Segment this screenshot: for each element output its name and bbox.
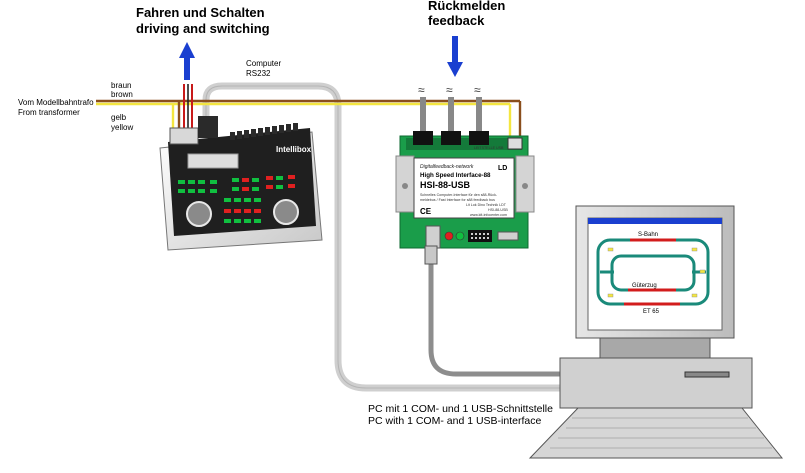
usb-cable	[428, 259, 563, 377]
hsi-ce: CE	[420, 207, 432, 216]
pc-computer	[528, 205, 784, 459]
heading-driving-de: Fahren und Schalten	[136, 5, 265, 20]
screen-label-sbahn: S-Bahn	[638, 232, 658, 238]
right-knob	[273, 199, 299, 225]
label-braun: braun	[111, 81, 131, 90]
label-gelb: gelb	[111, 113, 127, 122]
screen-label-et65: ET 65	[643, 309, 660, 315]
arrow-down-icon	[447, 36, 463, 77]
heading-driving-en: driving and switching	[136, 21, 270, 36]
intellibox-device: Intellibox	[159, 116, 323, 251]
pc-caption-en: PC with 1 COM- and 1 USB-interface	[368, 415, 541, 427]
arrow-up-icon	[179, 42, 195, 80]
hsi-url: www.ldt-infocenter.com	[470, 213, 507, 217]
intellibox-brand: Intellibox	[276, 145, 312, 154]
feedback-connector-icon: ≈ ≈ ≈	[418, 83, 482, 135]
label-transformer-en: From transformer	[18, 108, 80, 117]
hsi-connector-label: LEITSTELLE USB	[474, 146, 504, 150]
hsi-small-top: Digitalfeedback-network	[420, 164, 474, 170]
screen-label-gueterzug: Güterzug	[632, 283, 657, 289]
left-knob	[186, 201, 212, 227]
label-computer: Computer	[246, 59, 281, 68]
svg-text:≈: ≈	[418, 83, 425, 97]
hsi-code: HSI-88-USB	[488, 208, 508, 212]
label-rs232: RS232	[246, 69, 271, 78]
intellibox-display	[187, 153, 239, 169]
intellibox-leds	[178, 175, 295, 223]
pc-caption-de: PC mit 1 COM- und 1 USB-Schnittstelle	[368, 403, 553, 415]
hsi-desc-1: Schnelles Computer-Interface für den s88…	[420, 193, 498, 197]
hsi-label-plate	[413, 157, 515, 219]
hsi-desc-2: meldebus / Fast Interface for s88 feedba…	[420, 198, 495, 202]
label-transformer-de: Vom Modellbahntrafo	[18, 98, 94, 107]
hsi-model: HSI-88-USB	[420, 180, 471, 190]
hsi88-usb-device: ≈ ≈ ≈ LEITSTELLE USB Digitalfeedback-net…	[395, 83, 535, 265]
heading-feedback-de: Rückmelden	[428, 0, 505, 13]
usb-plug	[424, 245, 438, 265]
svg-text:≈: ≈	[446, 83, 453, 97]
label-brown: brown	[111, 90, 133, 99]
svg-text:≈: ≈	[474, 83, 481, 97]
ldt-logo-icon: LD	[498, 165, 507, 172]
label-yellow: yellow	[111, 123, 133, 132]
hsi-maker: Lit Lok Dino Technik LDT	[466, 203, 507, 207]
track-layout-screen: S-Bahn Güterzug ET 65	[596, 232, 710, 315]
hsi-title: High Speed Interface-88	[420, 172, 491, 179]
heading-feedback-en: feedback	[428, 13, 485, 28]
